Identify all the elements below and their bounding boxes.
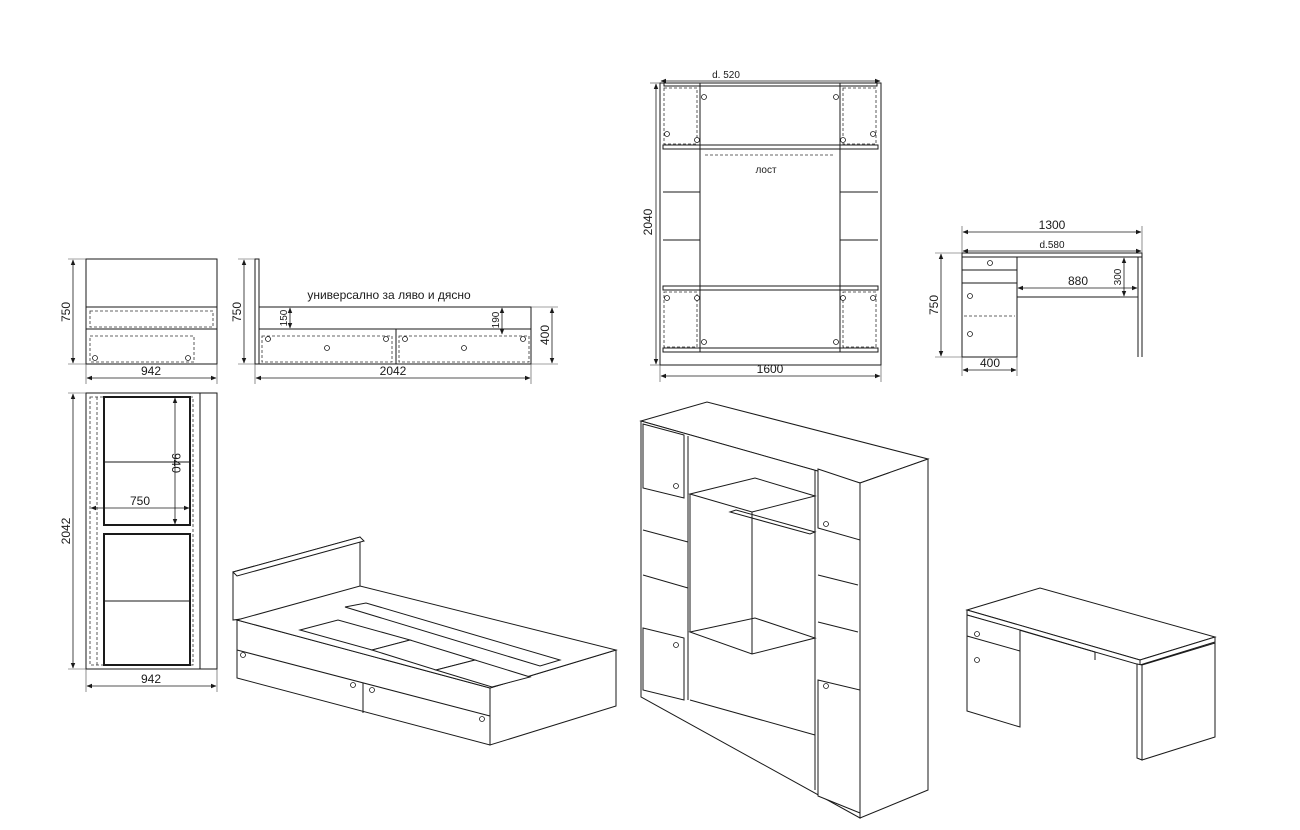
bed-side-view: универсално за ляво и дясно 750 150 190 … [230, 258, 558, 384]
bed-front-height-label: 750 [59, 302, 73, 322]
bed-front-view: 750 942 [59, 258, 218, 384]
desk-height-label: 750 [927, 295, 941, 315]
bed-side-drawer-height-label: 400 [538, 325, 552, 345]
bed-side-height-label: 750 [230, 302, 244, 322]
bed-top-width-label: 942 [141, 672, 161, 686]
bed-side-drawer-board-label: 190 [491, 311, 502, 328]
bed-isometric [232, 536, 618, 746]
desk-isometric [965, 587, 1217, 761]
bed-side-board-label: 150 [279, 309, 290, 326]
desk-front-view: 1300 d.580 750 880 300 400 [927, 218, 1143, 376]
bed-front-width-label: 942 [141, 364, 161, 378]
desk-pedestal-label: 400 [980, 356, 1000, 370]
wardrobe-isometric [639, 401, 930, 819]
wardrobe-front-view: лост d. 520 2040 1600 [641, 70, 882, 382]
bed-top-length-label: 2042 [59, 517, 73, 544]
desk-drawer-label: 300 [1113, 268, 1124, 285]
bed-side-note: универсално за ляво и дясно [307, 288, 471, 302]
wardrobe-height-label: 2040 [641, 208, 655, 235]
wardrobe-rod-label: лост [755, 165, 777, 176]
wardrobe-width-label: 1600 [757, 362, 784, 376]
bed-top-view: 940 750 2042 942 [59, 392, 218, 692]
desk-width-label: 1300 [1039, 218, 1066, 232]
desk-knee-label: 880 [1068, 274, 1088, 288]
wardrobe-depth-label: d. 520 [712, 70, 740, 81]
bed-top-inner-width-label: 750 [130, 494, 150, 508]
desk-depth-label: d.580 [1039, 240, 1064, 251]
bed-top-inner-height-label: 940 [169, 453, 183, 473]
bed-side-length-label: 2042 [380, 364, 407, 378]
